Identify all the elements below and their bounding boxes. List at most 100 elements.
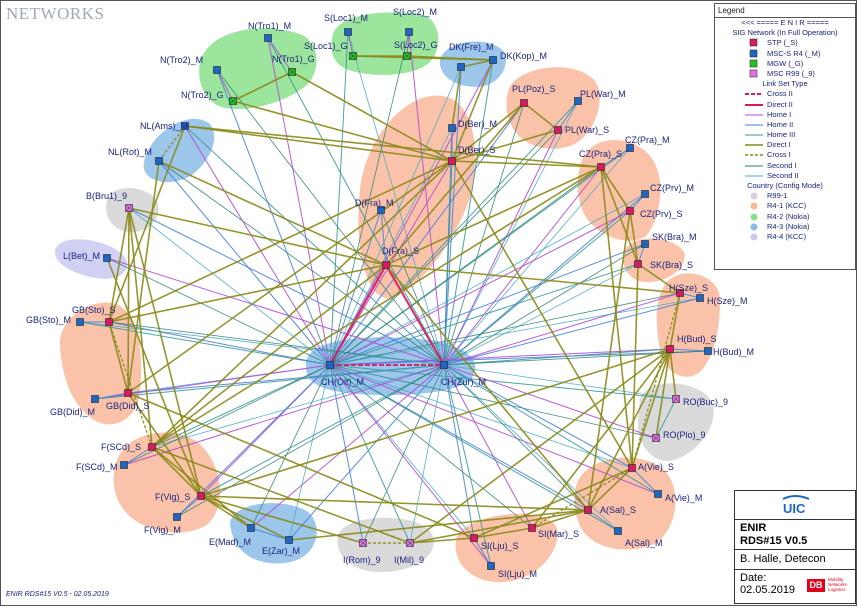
node-marker (213, 66, 221, 74)
node-label: DK(Kop)_M (500, 51, 547, 61)
link-h2 (94, 392, 129, 400)
node-marker-cross (349, 52, 357, 60)
link-d1 (232, 71, 293, 102)
link-d1 (451, 102, 525, 162)
link-d1 (531, 348, 671, 529)
node-label: S(Loc1)_M (324, 13, 368, 23)
link-d1 (108, 160, 453, 323)
legend-row: Second I (715, 161, 855, 171)
link-d1 (184, 125, 602, 168)
node-marker (382, 261, 390, 269)
legend-symbol (749, 69, 758, 78)
node-marker (148, 443, 156, 451)
legend-label: SIG Network (In Full Operation) (732, 28, 838, 38)
legend-row: <<< ===== E N I R ===== (715, 18, 855, 28)
link-ch-zur (380, 209, 445, 366)
db-text-line: Networks (828, 582, 847, 587)
node-marker-cross (229, 97, 237, 105)
link-d1 (451, 66, 462, 129)
node-label: H(Sze)_M (707, 296, 748, 306)
legend-symbol (745, 103, 763, 106)
link-ch-olt (329, 31, 410, 366)
link-ch-olt (329, 364, 364, 544)
link-ch-zur (443, 210, 631, 366)
legend-label: R4-1 (KCC) (767, 201, 807, 211)
link-d1 (200, 348, 671, 497)
legend-label: Direct II (767, 99, 793, 109)
node-label: SK(Bra)_M (652, 232, 697, 242)
legend-row: Country (Config Mode) (715, 181, 855, 191)
node-marker (91, 395, 99, 403)
node-marker (487, 562, 495, 570)
link-d1 (451, 160, 602, 168)
link-d1 (232, 100, 453, 162)
legend-label: Home I (767, 109, 792, 119)
link-h3 (655, 398, 677, 439)
link-ch-olt (329, 350, 709, 366)
node-marker (448, 124, 456, 132)
link-d1 (151, 160, 453, 448)
country-region (506, 67, 600, 149)
link-d1 (127, 392, 475, 539)
link-h2 (123, 446, 153, 466)
link-ch-olt (329, 31, 349, 366)
link-h2 (631, 467, 659, 495)
node-marker-cross (125, 204, 133, 212)
node-marker (574, 97, 582, 105)
legend-row: Direct I (715, 140, 855, 150)
node-marker-cross (359, 539, 367, 547)
legend-label: Home II (767, 119, 794, 129)
node-marker (554, 126, 562, 134)
link-ch-zur (267, 37, 445, 366)
networks-logo: NETWORKS (6, 4, 105, 23)
link-d1 (523, 102, 559, 131)
node-label: L(Bet)_M (63, 251, 100, 261)
node-label: H(Sze)_S (669, 283, 708, 293)
link-ch-olt (329, 364, 475, 539)
link-ch-zur (443, 59, 494, 366)
node-marker (676, 289, 684, 297)
link-ch-zur (443, 102, 525, 366)
link-h1 (216, 69, 234, 102)
node-label: N(Tro1)_G (272, 54, 315, 64)
link-d1 (127, 160, 160, 394)
node-label: SI(Mar)_S (538, 529, 579, 539)
node-label: F(Vig)_S (155, 492, 190, 502)
link-d2 (385, 264, 445, 366)
node-marker-cross (288, 68, 296, 76)
footer-version: ENIR RDS#15 V0.5 - 02.05.2019 (6, 591, 109, 598)
link-ch-olt (329, 364, 411, 544)
node-label: E(Zar)_M (262, 546, 300, 556)
title-line2: RDS#15 V0.5 (740, 535, 808, 547)
node-label: PL(Poz)_S (512, 84, 556, 94)
node-marker (124, 389, 132, 397)
link-ch-zur (176, 364, 445, 518)
uic-logo-text: UIC (783, 501, 806, 516)
node-label: CZ(Pra)_S (579, 149, 622, 159)
country-region (623, 238, 685, 283)
link-d1 (655, 348, 671, 439)
node-label: S(Loc1)_G (304, 41, 348, 51)
link-ch-zur (184, 125, 445, 366)
link-d1 (531, 509, 589, 529)
link-d1 (629, 210, 639, 265)
legend-label: R4-3 (Nokia) (767, 221, 810, 231)
node-label: NL(Rot)_M (108, 147, 152, 157)
node-marker (654, 490, 662, 498)
link-h2 (473, 537, 492, 567)
link-ch-olt (288, 364, 331, 541)
link-d1 (409, 509, 589, 544)
node-label: GB(Did)_M (50, 407, 95, 417)
legend-row: Home I (715, 110, 855, 120)
link-d1 (184, 125, 453, 162)
link-d1 (200, 495, 589, 511)
title-author: B. Halle, Detecon (735, 550, 855, 570)
title-date: Date: 02.05.2019 DB Mobility Networks Lo… (735, 570, 855, 604)
node-marker (440, 361, 448, 369)
link-ch-zur (443, 364, 475, 539)
node-marker-cross (672, 395, 680, 403)
legend-row: Link Set Type (715, 79, 855, 89)
country-region (55, 239, 128, 279)
node-marker (628, 464, 636, 472)
